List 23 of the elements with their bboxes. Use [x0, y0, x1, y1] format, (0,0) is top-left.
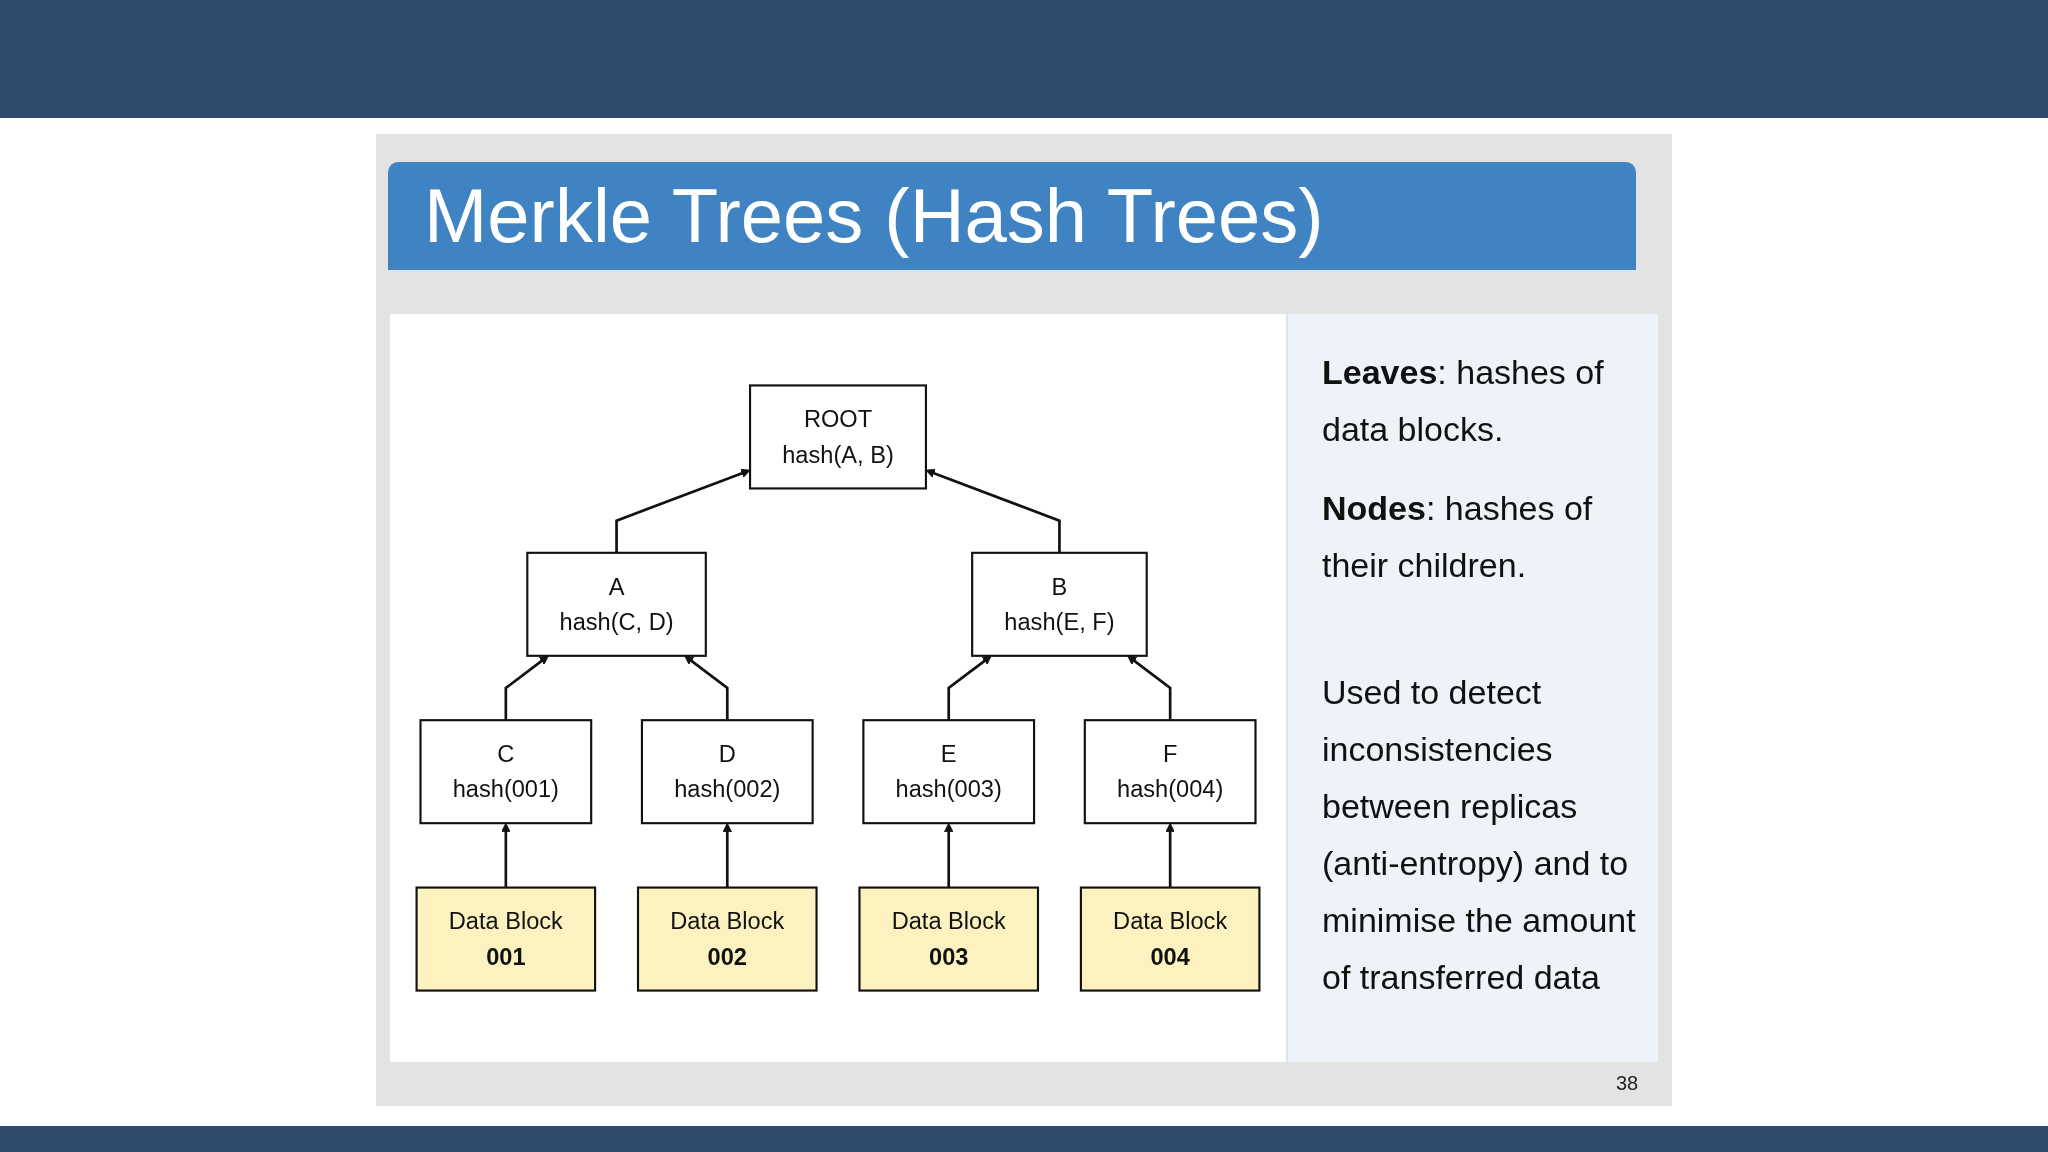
node-box: [858, 886, 1040, 992]
node-box: [1079, 886, 1261, 992]
node-box: [419, 719, 593, 825]
node-box: [1083, 719, 1257, 825]
arrow: [925, 468, 1061, 553]
arrow: [1127, 655, 1172, 721]
node-box: [640, 719, 814, 825]
node-box: [526, 551, 707, 657]
page-number: 38: [1616, 1072, 1639, 1095]
note-text: Leaves: hashes of data blocks.: [1322, 352, 1605, 450]
arrow: [504, 655, 549, 721]
arrow: [684, 655, 729, 721]
node-box: [971, 551, 1148, 657]
node-box: [636, 886, 818, 992]
node-box: [749, 384, 928, 490]
arrow: [947, 655, 992, 721]
node-box: [415, 886, 597, 992]
note-text: Nodes: hashes of their children.: [1322, 488, 1594, 586]
slide-title: Merkle Trees (Hash Trees): [388, 162, 1636, 270]
diagram-panel: ROOT hash(A, B) A hash(C, D) B hash(E, F) C hash(001) D hash(002) E hash(003) F hash(004) Data Block 001 Data Block 002 Data Block 003 Data Block 004: [390, 314, 1286, 1062]
note-text: Used to detect inconsistencies between replicas (anti-entropy) and to minimise the amount of transferred data: [1322, 672, 1637, 998]
arrow: [615, 468, 751, 553]
node-box: [862, 719, 1036, 825]
